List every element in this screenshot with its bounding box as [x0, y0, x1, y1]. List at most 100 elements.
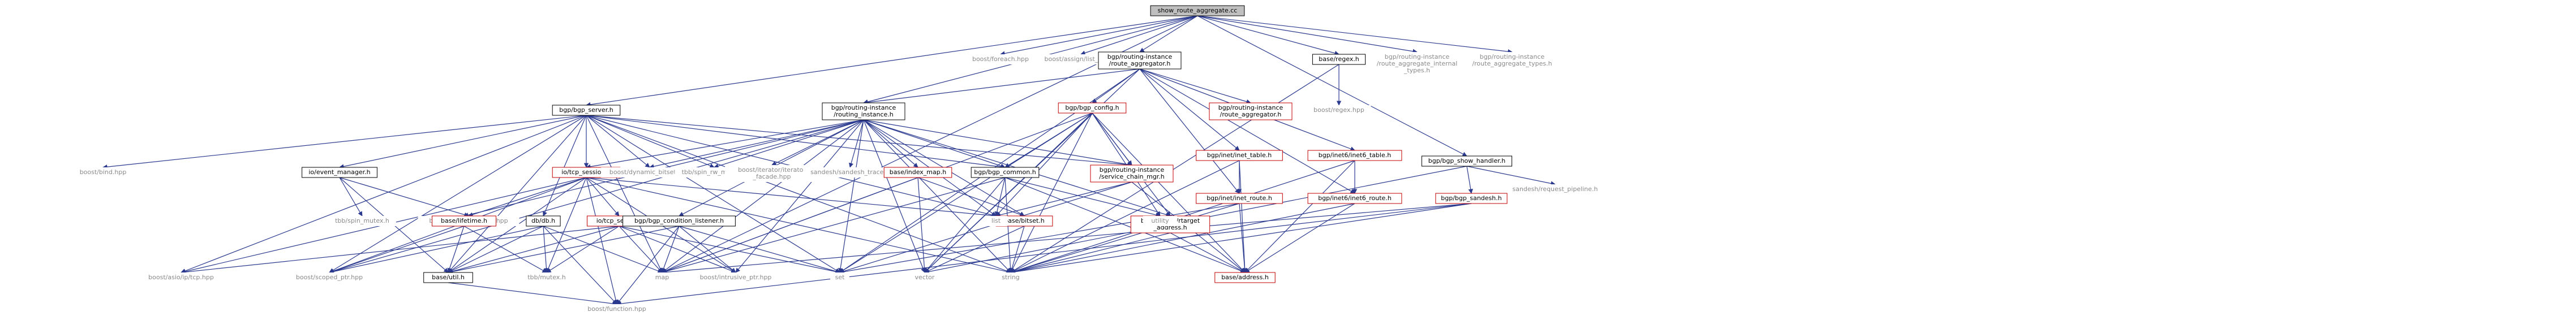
edge-bgp_common-to-map: [662, 177, 1006, 274]
edge-root-to-bgp_server: [586, 15, 1198, 107]
node-label: bgp/inet6/inet6_table.h: [1319, 151, 1391, 159]
edge-svc_chain-to-set: [839, 181, 1132, 274]
edge-bitset-to-string: [1010, 226, 1025, 273]
node-label: tbb/spin_mutex.h: [335, 217, 389, 224]
node-inet-route[interactable]: bgp/inet/inet_route.h: [1196, 193, 1283, 204]
node-inet6-route[interactable]: bgp/inet6/inet6_route.h: [1307, 193, 1402, 204]
edge-tcp_server-to-tbb_mutex: [546, 226, 620, 273]
node-box: [138, 272, 225, 283]
node-inet6-table[interactable]: bgp/inet6/inet6_table.h: [1307, 150, 1402, 161]
node-label: vector: [915, 274, 935, 281]
edge-tcp_server-to-intrusive: [619, 226, 736, 274]
node-boost-bind[interactable]: boost/bind.hpp: [72, 167, 134, 178]
node-box: [1312, 54, 1366, 65]
node-box: [579, 304, 655, 314]
edge-cond_listener-to-base_util: [448, 226, 680, 274]
node-boost-regex[interactable]: boost/regex.hpp: [1307, 105, 1371, 115]
node-ri-agg-red[interactable]: bgp/routing-instance/route_aggregator.h: [1209, 102, 1293, 120]
node-box: [1143, 216, 1178, 226]
node-ri[interactable]: bgp/routing-instance/routing_instance.h: [822, 102, 905, 120]
edge-bgp_server-to-svc_chain: [586, 115, 1132, 167]
node-list[interactable]: list: [984, 216, 1008, 226]
node-box: [432, 215, 496, 227]
node-root[interactable]: show_route_aggregate.cc: [1150, 5, 1245, 16]
edge-tcp_server-to-set: [619, 226, 840, 274]
node-label: sandesh/sandesh_trace.h: [810, 168, 890, 176]
node-sandesh-req[interactable]: sandesh/request_pipeline.h: [1502, 184, 1608, 194]
node-event-manager[interactable]: io/event_manager.h: [302, 167, 377, 178]
node-label: bgp/bgp_common.h: [974, 168, 1036, 176]
node-ri-agg[interactable]: bgp/routing-instance/route_aggregator.h: [1098, 51, 1182, 70]
node-base-util[interactable]: base/util.h: [423, 272, 473, 283]
node-db[interactable]: db/db.h: [526, 215, 561, 227]
node-box: [995, 272, 1026, 283]
edge-bgp_show_handler-to-bgp_sandesh: [1466, 166, 1473, 194]
edge-target-to-string: [1010, 232, 1171, 274]
node-bgp-common[interactable]: bgp/bgp_common.h: [971, 167, 1040, 178]
node-vector[interactable]: vector: [909, 272, 940, 283]
edge-db-to-tbb_mutex: [543, 226, 549, 273]
node-box: [1209, 102, 1293, 120]
edge-svc_chain-to-list: [995, 181, 1132, 218]
node-box: [302, 167, 377, 178]
node-scoped-ptr[interactable]: boost/scoped_ptr.hpp: [288, 272, 371, 283]
node-address[interactable]: base/address.h: [1214, 272, 1276, 283]
edge-inet6_route-to-string: [1010, 203, 1355, 274]
node-bgp-sandesh[interactable]: bgp/bgp_sandesh.h: [1435, 193, 1508, 204]
node-cond-listener[interactable]: bgp/bgp_condition_listener.h: [622, 215, 736, 227]
node-bgp-config[interactable]: bgp/bgp_config.h: [1058, 102, 1127, 114]
node-set[interactable]: set: [830, 272, 849, 283]
node-map[interactable]: map: [652, 272, 672, 283]
node-label: bgp/routing-instance: [1218, 104, 1283, 111]
node-box: [1090, 165, 1174, 183]
node-box: [328, 216, 396, 226]
edge-bgp_config-to-string: [1010, 112, 1093, 273]
node-agg-types[interactable]: bgp/routing-instance/route_aggregate_typ…: [1463, 52, 1561, 69]
node-lifetime[interactable]: base/lifetime.h: [432, 215, 496, 227]
edge-ri-to-spin_rw: [714, 119, 864, 168]
edge-tcp_server-to-base_util: [448, 226, 620, 274]
node-box: [984, 216, 1008, 226]
edge-tcp_session-to-tbb_mutex: [546, 177, 587, 273]
node-bgp-show-handler[interactable]: bgp/bgp_show_handler.h: [1421, 155, 1513, 167]
node-regex[interactable]: base/regex.h: [1312, 54, 1366, 65]
node-label: boost/intrusive_ptr.hpp: [700, 274, 772, 281]
node-index-map[interactable]: base/index_map.h: [883, 167, 952, 178]
node-svc-chain[interactable]: bgp/routing-instance/service_chain_mgr.h: [1090, 165, 1174, 183]
node-asio-tcp[interactable]: boost/asio/ip/tcp.hpp: [138, 272, 225, 283]
edge-bgp_config-to-set: [839, 112, 1093, 273]
edge-ri-to-tcp_session: [586, 119, 864, 169]
edge-root-to-listof: [1080, 15, 1198, 55]
node-spin-mutex[interactable]: tbb/spin_mutex.h: [328, 216, 396, 226]
dependency-edges: [102, 15, 1556, 306]
node-label: boost/iterator/iterator: [738, 166, 806, 174]
edge-bgp_server-to-set: [586, 115, 840, 273]
node-sandesh-trace[interactable]: sandesh/sandesh_trace.h: [803, 167, 897, 178]
edge-bgp_config-to-utility: [1092, 112, 1161, 217]
node-foreach[interactable]: boost/foreach.hpp: [964, 54, 1037, 64]
node-tbb-mutex[interactable]: tbb/mutex.h: [522, 272, 572, 283]
node-bitset[interactable]: base/bitset.h: [995, 215, 1053, 227]
node-label: base/util.h: [432, 274, 465, 281]
edge-db-to-base_util: [448, 226, 544, 273]
node-box: [883, 167, 952, 178]
node-inet-table[interactable]: bgp/inet/inet_table.h: [1196, 150, 1283, 161]
node-string[interactable]: string: [995, 272, 1026, 283]
node-utility[interactable]: utility: [1143, 216, 1178, 226]
edge-ri-to-sandesh_trace: [849, 119, 864, 168]
node-dyn-bitset[interactable]: boost/dynamic_bitset.hpp: [600, 167, 699, 178]
node-intrusive[interactable]: boost/intrusive_ptr.hpp: [689, 272, 783, 283]
node-box: [964, 54, 1037, 64]
node-box: [1307, 193, 1402, 204]
node-bgp-server[interactable]: bgp/bgp_server.h: [552, 105, 621, 116]
node-label: boost/dynamic_bitset.hpp: [609, 168, 690, 176]
node-label: boost/foreach.hpp: [972, 55, 1029, 63]
edge-ri-to-set: [838, 119, 864, 273]
node-box: [423, 272, 473, 283]
node-box: [1366, 52, 1468, 76]
node-function[interactable]: boost/function.hpp: [579, 304, 655, 314]
edge-db-to-map: [543, 226, 663, 274]
node-agg-int[interactable]: bgp/routing-instance/route_aggregate_int…: [1366, 52, 1468, 76]
node-box: [600, 167, 699, 178]
